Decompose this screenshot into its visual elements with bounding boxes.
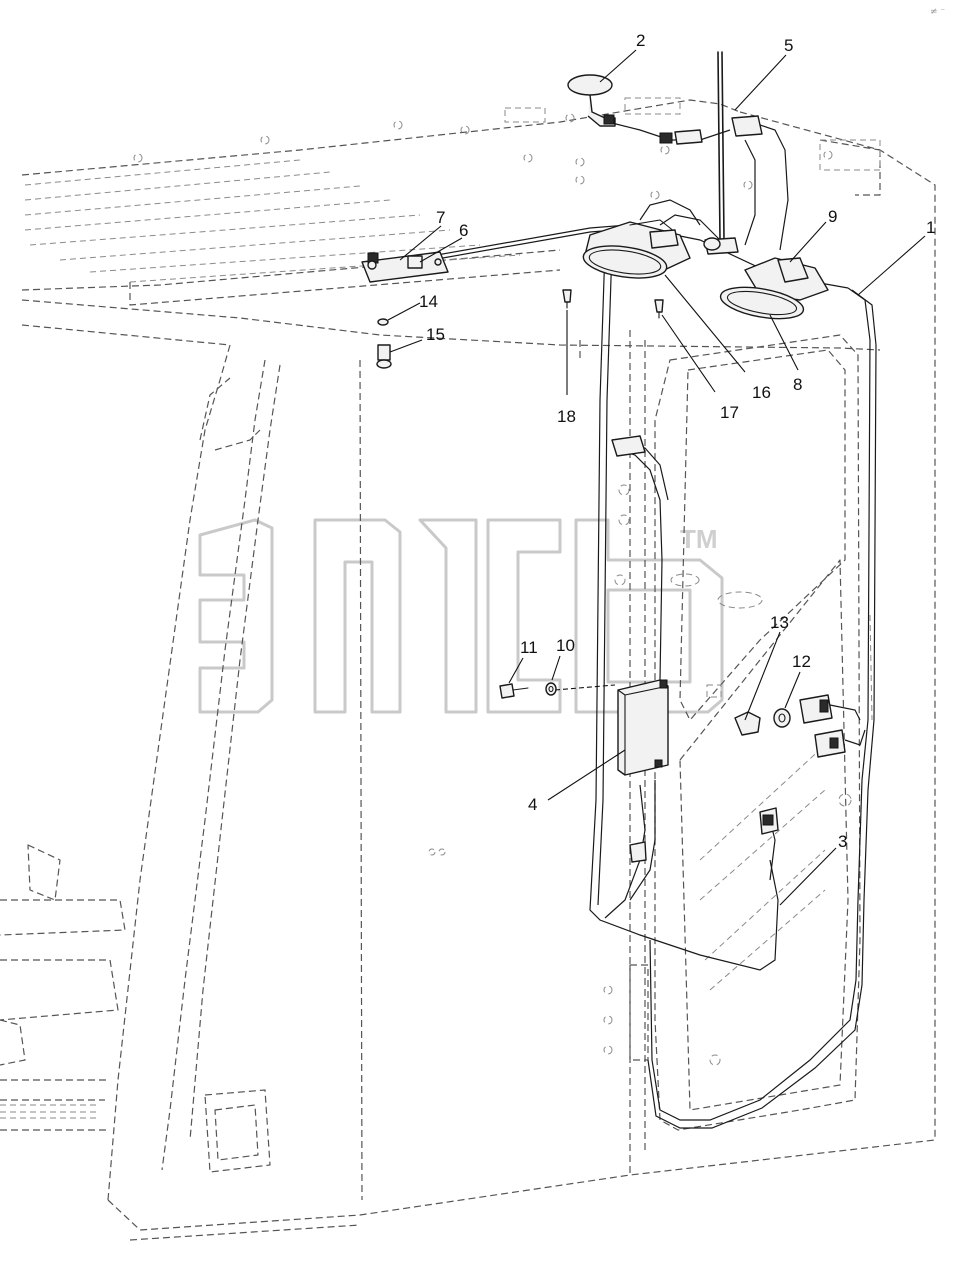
callout-8: 8 [793,375,802,394]
callout-1: 1 [926,218,935,237]
radio-module [554,679,669,776]
callout-11: 11 [520,638,538,657]
watermark-trademark: TM [680,524,718,554]
watermark-logo: TM [198,518,724,714]
callout-13: 13 [770,613,789,632]
callout-15: 15 [426,325,445,344]
callout-4: 4 [528,795,537,814]
nut-12 [773,708,791,728]
cab-roof [21,97,936,1140]
connector-3 [759,807,779,835]
callout-3: 3 [838,832,847,851]
switch-13 [734,711,761,736]
screw-18 [562,289,572,309]
callout-17: 17 [720,403,739,422]
washer-10 [545,682,557,696]
speaker-left [582,219,691,279]
cab-frame [0,330,936,1241]
callout-2: 2 [636,31,645,50]
callout-9: 9 [828,207,837,226]
roof-studs [133,113,833,200]
callout-16: 16 [752,383,771,402]
connector-plug [799,694,846,758]
fastener-14 [377,318,389,326]
roof-connector-bracket [361,251,449,283]
antenna-dome [567,74,616,127]
whip-antenna [659,51,763,255]
callout-6: 6 [459,221,468,240]
callout-10: 10 [556,636,575,655]
corner-mark: ≠ ⁻ [930,7,945,17]
callout-12: 12 [792,652,811,671]
callout-5: 5 [784,36,793,55]
screw-17 [654,299,664,319]
callout-14: 14 [419,292,438,311]
harness-bracket [611,435,647,863]
speaker-right [719,257,829,320]
fastener-15 [376,344,392,369]
callout-numbers: 1 2 3 4 5 6 7 8 9 10 11 12 13 14 15 16 1… [419,31,935,851]
callout-18: 18 [557,407,576,426]
callout-7: 7 [436,208,445,227]
screw-11 [499,683,529,699]
leader-lines [387,49,926,906]
